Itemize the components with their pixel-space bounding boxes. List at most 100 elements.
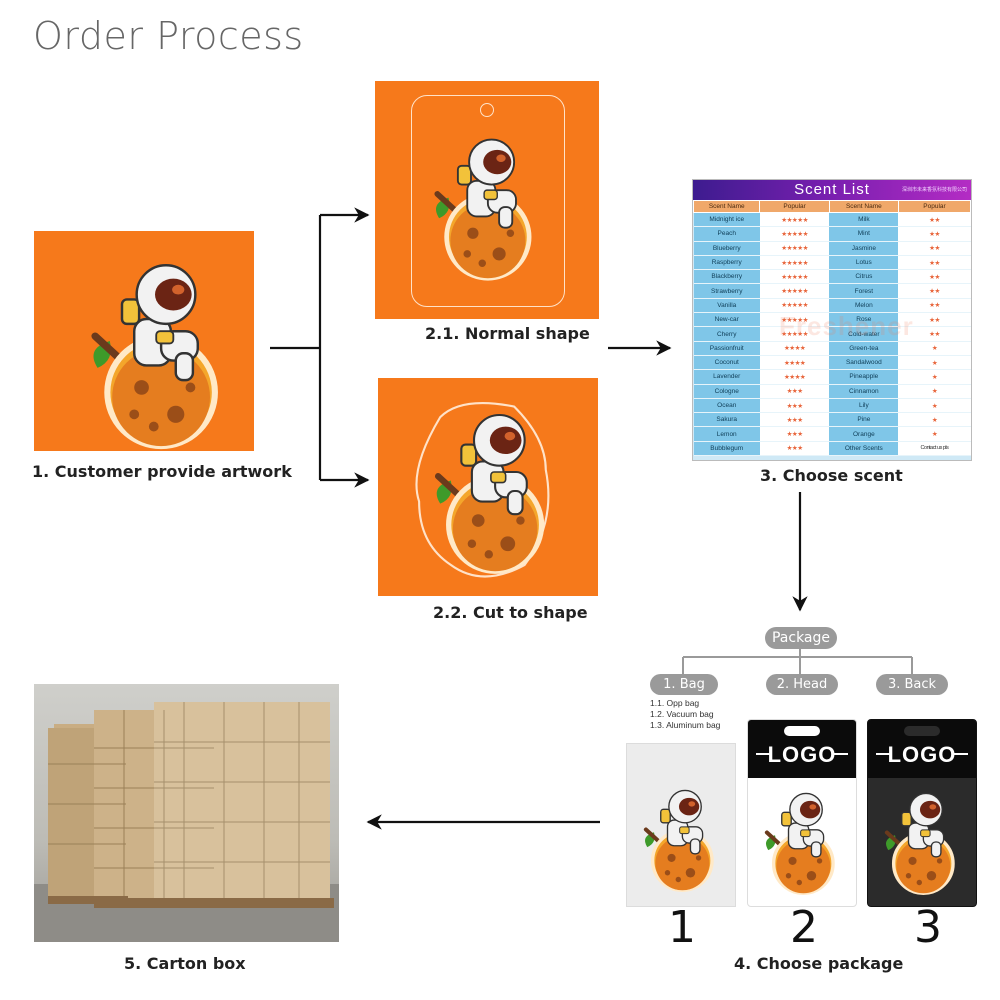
scent-name-cell: Cold-water — [829, 326, 899, 342]
company-name: 深圳市未来香氛科技有限公司 — [901, 187, 967, 193]
scent-list-title: Scent List — [794, 181, 870, 198]
bag-type: 1.2. Vacuum bag — [650, 709, 714, 719]
column-header: Popular — [759, 200, 830, 213]
hang-hole — [480, 103, 494, 117]
scent-row: Strawberry★★★★★Forest★★ — [693, 283, 971, 299]
scent-row: Raspberry★★★★★Lotus★★ — [693, 255, 971, 271]
popularity-cell: ★★★ — [759, 384, 830, 399]
step-artwork-caption: 1. Customer provide artwork — [32, 462, 292, 481]
popularity-cell: ★★★★★ — [759, 212, 830, 228]
scent-table-header-row: Scent Name Popular Scent Name Popular — [693, 200, 971, 213]
popularity-cell: Contact us pls — [898, 441, 971, 457]
astronaut-illustration — [627, 774, 735, 904]
scent-row: Cherry★★★★★Cold-water★★ — [693, 326, 971, 342]
popularity-cell: ★★★★★ — [759, 283, 830, 299]
scent-row: Midnight ice★★★★★Milk★★ — [693, 212, 971, 228]
scent-table: Scent Name Popular Scent Name Popular Mi… — [693, 200, 971, 457]
popularity-cell: ★★★★★ — [759, 241, 830, 256]
step-scent-caption: 3. Choose scent — [760, 466, 903, 485]
scent-name-cell: Coconut — [693, 355, 760, 371]
popularity-cell: ★★ — [898, 312, 971, 328]
popularity-cell: ★★★★ — [759, 369, 830, 385]
bag-type: 1.1. Opp bag — [650, 698, 700, 708]
package-number-2: 2 — [790, 902, 818, 953]
popularity-cell: ★ — [898, 426, 971, 442]
logo-line — [876, 753, 890, 755]
scent-name-cell: Blueberry — [693, 241, 760, 256]
scent-name-cell: Lavender — [693, 369, 760, 385]
scent-name-cell: Other Scents — [829, 441, 899, 457]
popularity-cell: ★★★ — [759, 441, 830, 457]
popularity-cell: ★★ — [898, 226, 971, 242]
popularity-cell: ★★★★★ — [759, 226, 830, 242]
popularity-cell: ★★★★★ — [759, 326, 830, 342]
carton-box-photo — [34, 684, 339, 942]
scent-name-cell: Passionfruit — [693, 341, 760, 356]
package-tree-lines — [682, 648, 913, 674]
popularity-cell: ★★★ — [759, 426, 830, 442]
package-option-bag: 1. Bag — [650, 674, 718, 695]
popularity-cell: ★★★ — [759, 412, 830, 428]
popularity-cell: ★★ — [898, 269, 971, 285]
popularity-cell: ★★ — [898, 283, 971, 299]
scent-name-cell: Forest — [829, 283, 899, 299]
scent-row: Vanilla★★★★★Melon★★ — [693, 298, 971, 314]
popularity-cell: ★★★ — [759, 398, 830, 414]
scent-name-cell: Vanilla — [693, 298, 760, 314]
popularity-cell: ★★★★ — [759, 355, 830, 371]
popularity-cell: ★★ — [898, 212, 971, 228]
scent-name-cell: Ocean — [693, 398, 760, 414]
scent-row: Blackberry★★★★★Citrus★★ — [693, 269, 971, 285]
scent-row: Ocean★★★Lily★ — [693, 398, 971, 414]
column-header: Scent Name — [828, 200, 899, 213]
scent-row: Blueberry★★★★★Jasmine★★ — [693, 241, 971, 256]
popularity-cell: ★★★★★ — [759, 269, 830, 285]
head-card-top: LOGO — [748, 720, 856, 778]
scent-name-cell: Sandalwood — [829, 355, 899, 371]
scent-name-cell: Green-tea — [829, 341, 899, 356]
bag-type: 1.3. Aluminum bag — [650, 720, 721, 730]
step-package-caption: 4. Choose package — [734, 954, 904, 973]
scent-name-cell: Mint — [829, 226, 899, 242]
popularity-cell: ★ — [898, 355, 971, 371]
popularity-cell: ★ — [898, 384, 971, 399]
package-head-card-sample: LOGO — [747, 719, 857, 907]
popularity-cell: ★ — [898, 412, 971, 428]
hang-hole — [784, 726, 820, 736]
scent-name-cell: Lily — [829, 398, 899, 414]
scent-name-cell: Raspberry — [693, 255, 760, 271]
popularity-cell: ★★ — [898, 255, 971, 271]
logo-line — [834, 753, 848, 755]
scent-list-table: Scent List 深圳市未来香氛科技有限公司 Scent Name Popu… — [692, 179, 972, 461]
scent-name-cell: Cherry — [693, 326, 760, 342]
scent-name-cell: Midnight ice — [693, 212, 760, 228]
astronaut-illustration — [415, 401, 550, 578]
customer-artwork-image — [34, 231, 254, 451]
popularity-cell: ★★★★★ — [759, 255, 830, 271]
scent-row: Sakura★★★Pine★ — [693, 412, 971, 428]
scent-name-cell: Cinnamon — [829, 384, 899, 399]
popularity-cell: ★★ — [898, 298, 971, 314]
scent-row: New-car★★★★★Rose★★ — [693, 312, 971, 328]
logo-line — [954, 753, 968, 755]
scent-name-cell: Rose — [829, 312, 899, 328]
scent-name-cell: New-car — [693, 312, 760, 328]
cut-shape-image — [378, 378, 598, 596]
step-carton-caption: 5. Carton box — [124, 954, 246, 973]
package-bag-sample — [626, 743, 736, 907]
logo-line — [756, 753, 770, 755]
popularity-cell: ★★★★★ — [759, 312, 830, 328]
step-cut-shape-caption: 2.2. Cut to shape — [433, 603, 588, 622]
scent-row: Peach★★★★★Mint★★ — [693, 226, 971, 242]
package-number-1: 1 — [668, 902, 696, 953]
popularity-cell: ★ — [898, 369, 971, 385]
step-normal-shape-caption: 2.1. Normal shape — [425, 324, 590, 343]
watermark: Freshener — [779, 311, 914, 341]
scent-row: Coconut★★★★Sandalwood★ — [693, 355, 971, 371]
popularity-cell: ★★ — [898, 326, 971, 342]
scent-name-cell: Sakura — [693, 412, 760, 428]
scent-name-cell: Blackberry — [693, 269, 760, 285]
scent-name-cell: Cologne — [693, 384, 760, 399]
